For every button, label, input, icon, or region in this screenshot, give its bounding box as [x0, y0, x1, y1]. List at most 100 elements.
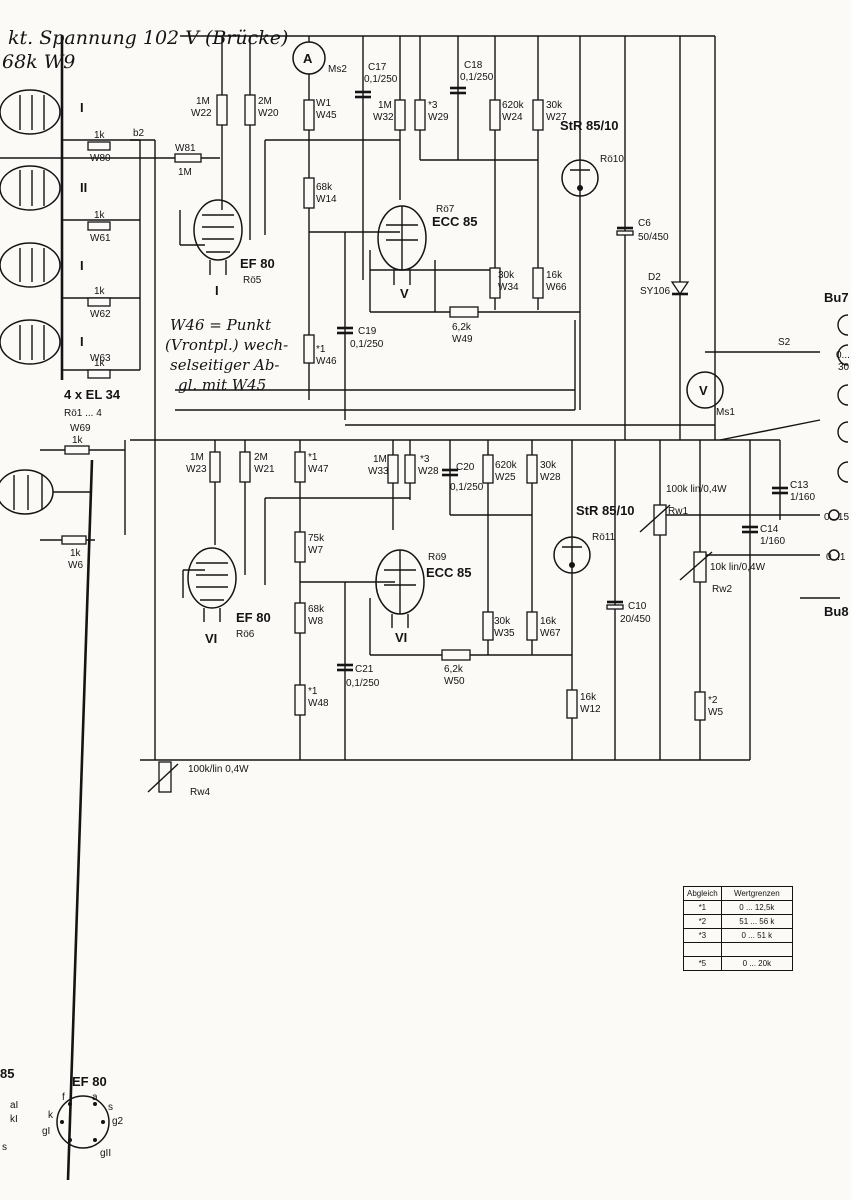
- str-bottom-ref: Rö11: [592, 532, 616, 543]
- roman-label-3: I: [80, 258, 84, 273]
- resistor-w28a-ref: W28: [418, 466, 439, 477]
- ecc85-bottom-type: ECC 85: [426, 565, 472, 580]
- resistor-w14-value: 68k: [316, 182, 333, 193]
- resistor-w33: [387, 454, 399, 484]
- el34-tube-3: [0, 242, 61, 288]
- resistor-w34: [489, 267, 501, 299]
- note-line-1: W46 = Punkt: [170, 316, 272, 334]
- resistor-w12: [566, 689, 578, 719]
- roman-label-2: II: [80, 180, 87, 195]
- resistor-w6: [61, 535, 87, 545]
- resistor-w63-value: 1k: [94, 358, 106, 369]
- socket-bu8-label: Bu8: [824, 604, 849, 619]
- resistor-w47-ref: W47: [308, 464, 329, 475]
- legend-key: *3: [683, 928, 722, 943]
- ef80-tube-bottom: [187, 547, 237, 622]
- note-line-4: gl. mit W45: [178, 376, 266, 394]
- resistor-w5: [694, 691, 706, 721]
- resistor-w63-ref: W63: [90, 353, 111, 364]
- capacitor-c19-value: 0,1/250: [350, 339, 384, 350]
- resistor-w29: [414, 99, 426, 131]
- legend-value: [720, 942, 794, 957]
- capacitor-c6-value: 50/450: [638, 232, 669, 243]
- note-line-3: selseitiger Ab-: [170, 356, 280, 374]
- resistor-w6-value: 1k: [70, 548, 82, 559]
- voltmeter-symbol: [686, 371, 724, 409]
- resistor-w21-ref: W21: [254, 464, 275, 475]
- resistor-w28b-value: 30k: [540, 460, 557, 471]
- resistor-w67-ref: W67: [540, 628, 561, 639]
- resistor-w46-ref: W46: [316, 356, 337, 367]
- resistor-w81-ref: W81: [175, 143, 196, 154]
- resistor-w7: [294, 531, 306, 563]
- resistor-w32: [394, 99, 406, 131]
- str-top-type: StR 85/10: [560, 118, 619, 133]
- resistor-w32-ref: W32: [373, 112, 394, 123]
- resistor-w80-ref: W80: [90, 153, 111, 164]
- resistor-w29-ref: W29: [428, 112, 449, 123]
- str-top-ref: Rö10: [600, 154, 624, 165]
- resistor-w35-value: 30k: [494, 616, 511, 627]
- resistor-w46-value: *1: [316, 344, 326, 355]
- capacitor-c19-ref: C19: [358, 326, 377, 337]
- el34-type-label: 4 x EL 34: [64, 387, 121, 402]
- resistor-w27-ref: W27: [546, 112, 567, 123]
- resistor-w33-value: 1M: [373, 454, 387, 465]
- resistor-w34-ref: W34: [498, 282, 519, 293]
- el34-tube-4: [0, 319, 61, 365]
- resistor-w50-ref: W50: [444, 676, 465, 687]
- ecc85-tube-top: [377, 205, 427, 285]
- resistor-w48-value: *1: [308, 686, 318, 697]
- roman-label-5: I: [215, 283, 219, 298]
- resistor-w62: [87, 297, 111, 307]
- resistor-w66-value: 16k: [546, 270, 563, 281]
- ecc85-tube-bottom: [375, 549, 425, 628]
- resistor-w23-value: 1M: [190, 452, 204, 463]
- switch-b2-label: b2: [133, 128, 145, 139]
- capacitor-c10-ref: C10: [628, 601, 647, 612]
- resistor-w24-ref: W24: [502, 112, 523, 123]
- header-resistor-note: 68k W9: [2, 51, 75, 73]
- resistor-w63: [87, 369, 111, 379]
- diode-d2-type: SY106: [640, 286, 670, 297]
- diode-d2: [670, 281, 690, 296]
- note-line-2: (Vrontpl.) wech-: [165, 336, 288, 354]
- resistor-w28a: [404, 454, 416, 484]
- resistor-w62-value: 1k: [94, 286, 106, 297]
- resistor-w81-value: 1M: [178, 167, 192, 178]
- pot-rw1-arrow: [639, 504, 671, 533]
- resistor-w61-value: 1k: [94, 210, 106, 221]
- resistor-w8-value: 68k: [308, 604, 325, 615]
- resistor-w6-ref: W6: [68, 560, 83, 571]
- pinout-left-pin-ai: aI: [10, 1100, 18, 1111]
- resistor-w35: [482, 611, 494, 641]
- str-tube-top: [561, 159, 599, 197]
- pot-rw4-arrow: [147, 763, 179, 793]
- ef80-tube-top: [193, 199, 243, 275]
- legend-table: Abgleich Wertgrenzen *1 0 ... 12,5k *2 5…: [683, 886, 794, 971]
- capacitor-c14-ref: C14: [760, 524, 779, 535]
- legend-value: 51 ... 56 k: [720, 914, 794, 929]
- pinout-right-pin-f: f: [62, 1092, 65, 1103]
- resistor-w20-value: 2M: [258, 96, 272, 107]
- resistor-w24: [489, 99, 501, 131]
- probe-cable: [66, 459, 94, 1181]
- pot-rw1-ref: Rw1: [668, 506, 688, 517]
- legend-col2-header: Wertgrenzen: [720, 886, 794, 901]
- resistor-w7-ref: W7: [308, 545, 323, 556]
- resistor-w45-value: W1: [316, 98, 331, 109]
- el34-tubes: [0, 35, 141, 380]
- ef80-bottom-type: EF 80: [236, 610, 271, 625]
- pinout-left-pin-s: s: [2, 1142, 7, 1153]
- pinout-right-pin-k: k: [48, 1110, 54, 1121]
- el34-tube-1: [0, 89, 61, 135]
- ef80-bottom-ref: Rö6: [236, 629, 255, 640]
- legend-value: 0 ... 12,5k: [720, 900, 794, 915]
- resistor-w22: [216, 94, 228, 126]
- resistor-w7-value: 75k: [308, 533, 325, 544]
- resistor-w80-value: 1k: [94, 130, 106, 141]
- legend-col1-header: Abgleich: [683, 886, 722, 901]
- resistor-w66-ref: W66: [546, 282, 567, 293]
- pinout-right-pin-s: s: [108, 1102, 113, 1113]
